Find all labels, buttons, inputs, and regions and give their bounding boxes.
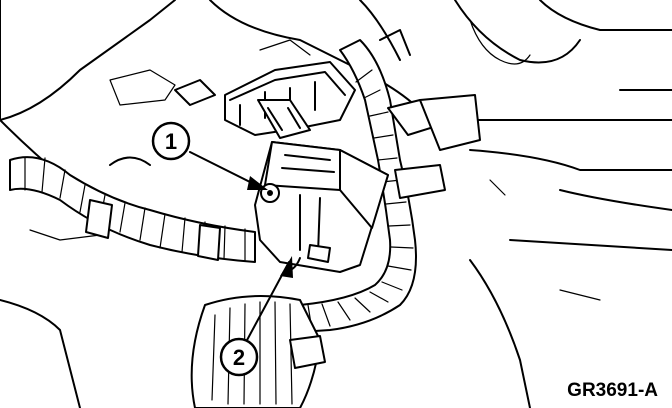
- callout-1-label: 1: [165, 129, 177, 154]
- callout-2: 2: [219, 256, 293, 377]
- left-harness: [9, 156, 256, 263]
- lower-component: [190, 295, 326, 408]
- upper-bracket: [174, 61, 356, 139]
- electrical-connector: [254, 141, 389, 273]
- callout-2-label: 2: [233, 345, 245, 370]
- figure-id: GR3691-A: [567, 380, 658, 401]
- right-harness: [299, 29, 481, 333]
- callout-1: 1: [151, 121, 268, 190]
